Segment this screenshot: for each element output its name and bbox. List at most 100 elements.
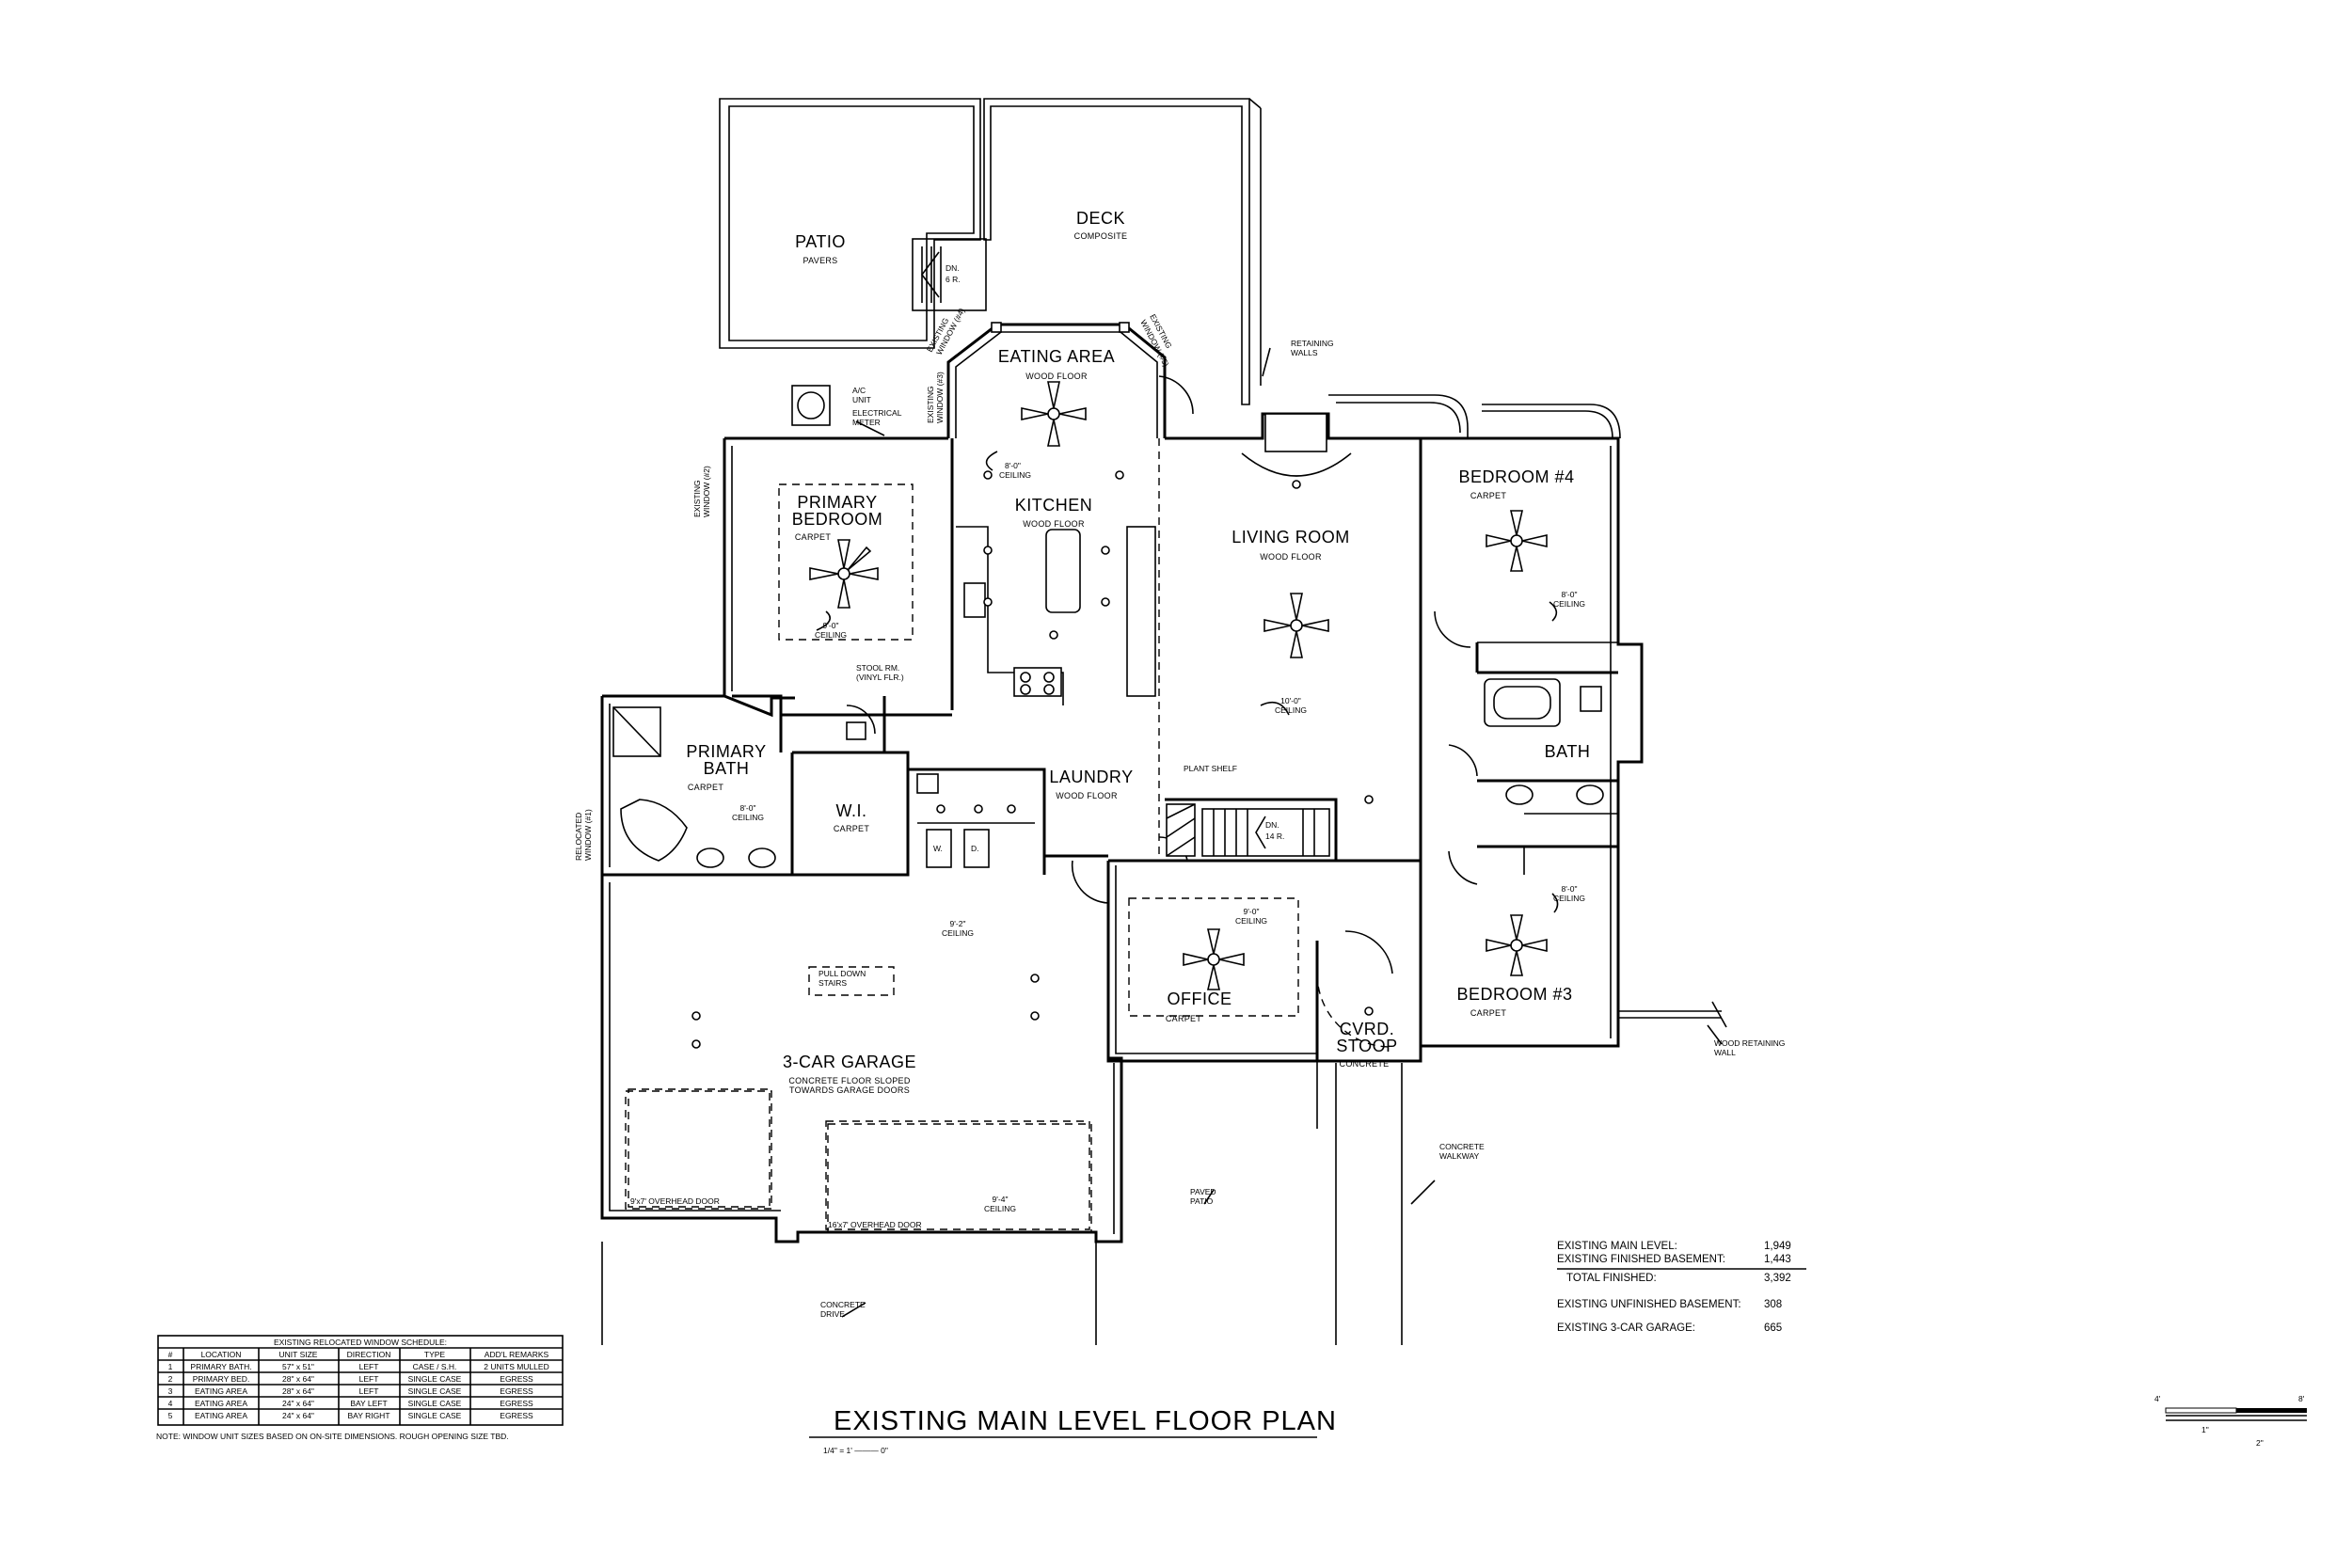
schedule-cell: 5 xyxy=(168,1411,173,1420)
note-window-1b: WINDOW (#1) xyxy=(583,809,593,861)
room-name-bath: BATH xyxy=(1545,742,1591,761)
area-garage-value: 665 xyxy=(1764,1323,1782,1334)
room-name-primary-bath-2: BATH xyxy=(704,759,750,778)
schedule-header-cell: # xyxy=(168,1350,173,1359)
room-name-primary-bath-1: PRIMARY xyxy=(686,742,766,761)
ceiling-garage-2b: CEILING xyxy=(984,1204,1016,1213)
note-pull-down-1: PULL DOWN xyxy=(818,969,866,978)
note-stair-main-2: 14 R. xyxy=(1265,832,1284,841)
room-name-office: OFFICE xyxy=(1168,990,1232,1008)
room-name-garage: 3-CAR GARAGE xyxy=(783,1053,916,1071)
room-name-bedroom-4: BEDROOM #4 xyxy=(1458,467,1574,486)
area-finished-basement-value: 1,443 xyxy=(1764,1254,1791,1265)
note-window-2a: EXISTING xyxy=(692,480,702,517)
room-labels: PATIO PAVERS DECK COMPOSITE EATING AREA … xyxy=(686,209,1591,1095)
room-finish-patio: PAVERS xyxy=(803,256,838,265)
schedule-cell: 24" x 64" xyxy=(282,1399,314,1408)
schedule-cell: EATING AREA xyxy=(195,1386,247,1396)
room-finish-office: CARPET xyxy=(1166,1014,1202,1023)
note-stool-rm-2: (VINYL FLR.) xyxy=(856,673,904,682)
schedule-header-cell: LOCATION xyxy=(201,1350,242,1359)
schedule-cell: EGRESS xyxy=(500,1411,533,1420)
ceiling-garage-1b: CEILING xyxy=(942,928,974,938)
deck-stair xyxy=(912,238,987,311)
note-plant-shelf: PLANT SHELF xyxy=(1184,764,1237,773)
drawing-title: EXISTING MAIN LEVEL FLOOR PLAN xyxy=(834,1406,1337,1436)
area-garage-label: EXISTING 3-CAR GARAGE: xyxy=(1557,1323,1695,1334)
schedule-cell: LEFT xyxy=(359,1374,379,1384)
ceiling-primary-bath-2: CEILING xyxy=(732,813,764,822)
note-stool-rm-1: STOOL RM. xyxy=(856,663,899,673)
note-drive-2: DRIVE xyxy=(820,1309,845,1319)
room-name-kitchen: KITCHEN xyxy=(1015,496,1093,515)
light-fixtures xyxy=(691,470,1374,1049)
room-finish-bedroom-4: CARPET xyxy=(1470,491,1507,500)
leader-lines xyxy=(816,347,1723,1318)
area-main-label: EXISTING MAIN LEVEL: xyxy=(1557,1241,1677,1252)
ceiling-primary-bath-1: 8'-0" xyxy=(740,803,756,813)
schedule-cell: 1 xyxy=(168,1362,173,1371)
schedule-header-cell: TYPE xyxy=(424,1350,446,1359)
ceiling-trays xyxy=(625,483,1299,1233)
area-total-value: 3,392 xyxy=(1764,1273,1791,1284)
schedule-cell: 24" x 64" xyxy=(282,1411,314,1420)
note-overhead-door-2: 16'x7' OVERHEAD DOOR xyxy=(828,1220,922,1229)
room-finish-deck: COMPOSITE xyxy=(1074,231,1128,241)
note-window-3a: EXISTING xyxy=(926,386,935,423)
schedule-cell: 2 xyxy=(168,1374,173,1384)
schedule-cell: EGRESS xyxy=(500,1399,533,1408)
ceiling-bedroom3-2: CEILING xyxy=(1553,894,1585,903)
schedule-cell: BAY LEFT xyxy=(350,1399,387,1408)
note-overhead-door-1: 9'x7' OVERHEAD DOOR xyxy=(630,1196,720,1206)
note-stair-deck-2: 6 R. xyxy=(946,275,961,284)
room-name-deck: DECK xyxy=(1076,209,1125,228)
patio-area xyxy=(719,98,981,349)
note-ac-unit-1: A/C xyxy=(852,386,866,395)
area-total-label: TOTAL FINISHED: xyxy=(1566,1273,1657,1284)
window-schedule-table: EXISTING RELOCATED WINDOW SCHEDULE: #LOC… xyxy=(156,1335,564,1441)
note-electrical-2: METER xyxy=(852,418,881,427)
schedule-cell: EGRESS xyxy=(500,1386,533,1396)
drawing-scale: 1/4" = 1' ——— 0" xyxy=(823,1446,888,1455)
note-walkway-2: WALKWAY xyxy=(1439,1151,1480,1161)
room-finish-living-room: WOOD FLOOR xyxy=(1260,552,1322,562)
room-finish-laundry: WOOD FLOOR xyxy=(1056,791,1118,800)
note-drive-1: CONCRETE xyxy=(820,1300,866,1309)
note-retaining-1: RETAINING xyxy=(1291,339,1334,348)
room-name-eating-area: EATING AREA xyxy=(998,347,1115,366)
note-stair-main-1: DN. xyxy=(1265,820,1279,830)
schedule-cell: CASE / S.H. xyxy=(413,1362,457,1371)
scale-bar: 4' 8' 1" 2" xyxy=(2154,1394,2307,1448)
note-dryer: D. xyxy=(971,844,979,853)
schedule-header-cell: DIRECTION xyxy=(347,1350,391,1359)
room-name-stoop-2: STOOP xyxy=(1336,1037,1397,1055)
schedule-cell: SINGLE CASE xyxy=(408,1374,462,1384)
room-finish-garage-2: TOWARDS GARAGE DOORS xyxy=(789,1085,910,1095)
room-name-bedroom-3: BEDROOM #3 xyxy=(1456,985,1572,1004)
scale-label-4: 4' xyxy=(2154,1394,2161,1403)
schedule-cell: EATING AREA xyxy=(195,1411,247,1420)
room-finish-walk-in: CARPET xyxy=(834,824,870,833)
house-exterior-walls xyxy=(600,412,1644,1243)
schedule-cell: 4 xyxy=(168,1399,173,1408)
note-window-3b: WINDOW (#3) xyxy=(935,372,945,423)
scale-label-2in: 2" xyxy=(2256,1438,2264,1448)
note-stair-deck-1: DN. xyxy=(946,263,960,273)
schedule-cell: SINGLE CASE xyxy=(408,1411,462,1420)
schedule-cell: PRIMARY BATH. xyxy=(190,1362,251,1371)
room-finish-stoop: CONCRETE xyxy=(1340,1059,1390,1069)
ceiling-garage-2a: 9'-4" xyxy=(993,1195,1009,1204)
schedule-cell: 28" x 64" xyxy=(282,1386,314,1396)
plan-notes: A/C UNIT ELECTRICAL METER RETAINING WALL… xyxy=(630,263,1785,1319)
room-name-primary-bedroom-1: PRIMARY xyxy=(797,493,877,512)
schedule-cell: LEFT xyxy=(359,1386,379,1396)
room-finish-primary-bath: CARPET xyxy=(688,783,724,792)
note-window-2b: WINDOW (#2) xyxy=(702,466,711,517)
schedule-note: NOTE: WINDOW UNIT SIZES BASED ON ON-SITE… xyxy=(156,1432,509,1441)
note-ac-unit-2: UNIT xyxy=(852,395,871,404)
room-finish-bedroom-3: CARPET xyxy=(1470,1008,1507,1018)
ceiling-primary-bedroom-1: 9'-0" xyxy=(823,621,839,630)
room-name-stoop-1: CVRD. xyxy=(1340,1020,1395,1038)
area-unfinished-value: 308 xyxy=(1764,1299,1782,1310)
